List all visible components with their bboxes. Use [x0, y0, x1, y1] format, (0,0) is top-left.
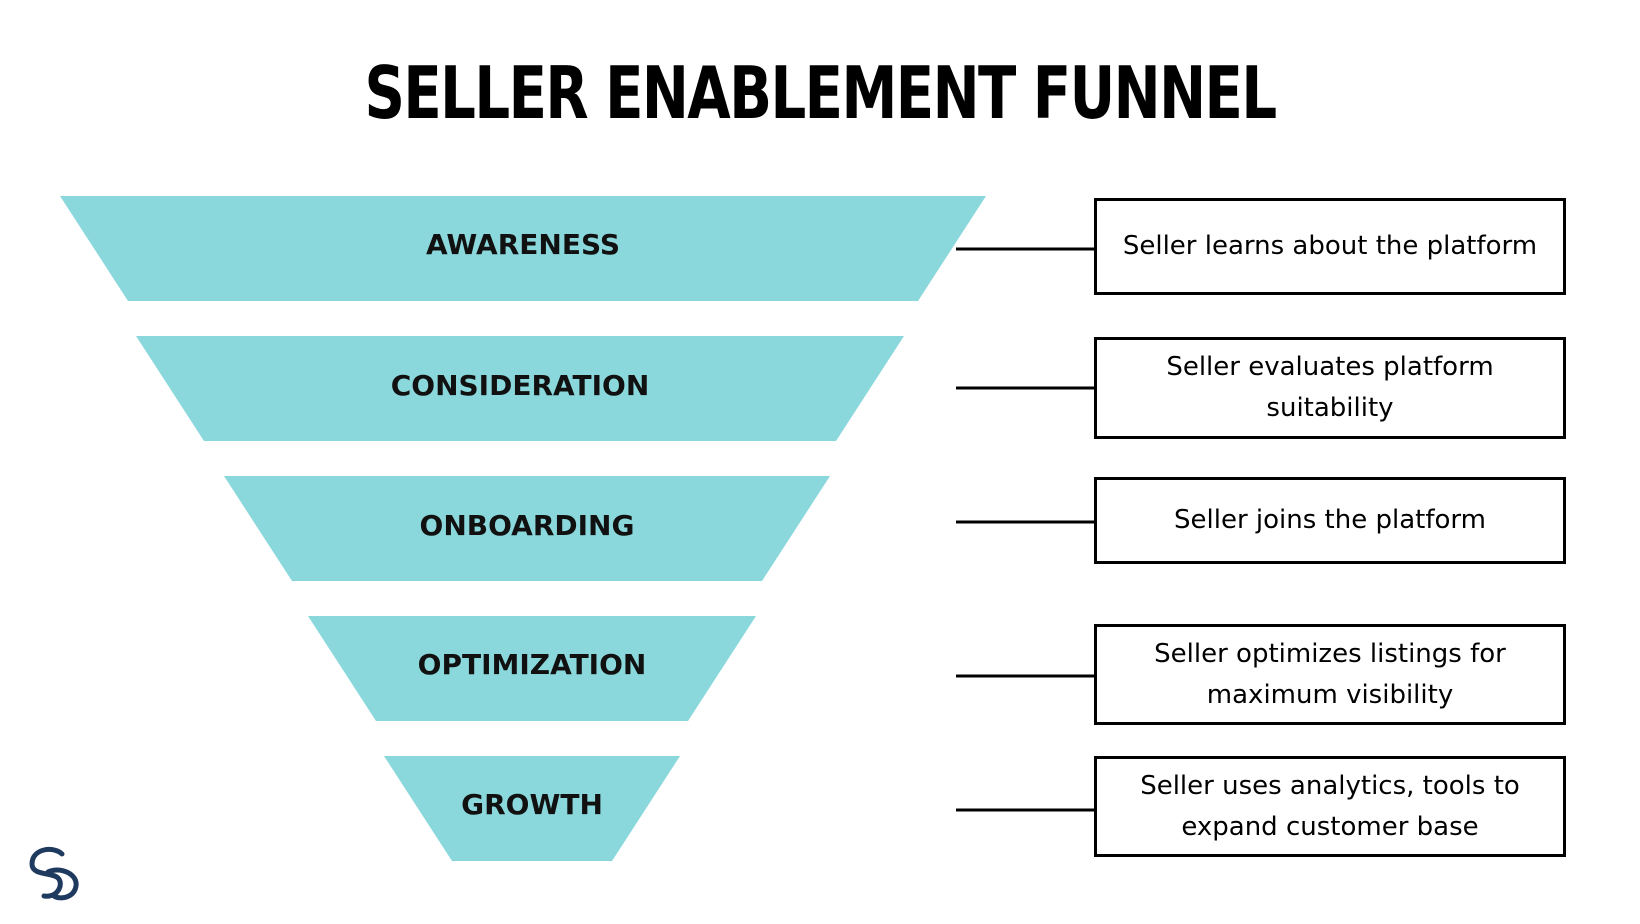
stage-description-box: Seller evaluates platform suitability	[1094, 337, 1566, 439]
funnel-segment	[308, 616, 756, 721]
page-title: SELLER ENABLEMENT FUNNEL	[364, 51, 1277, 135]
funnel-segment	[384, 756, 680, 861]
stage-description: Seller evaluates platform suitability	[1166, 352, 1494, 423]
brand-logo-icon	[29, 846, 79, 901]
funnel-stage-onboarding: ONBOARDING	[224, 476, 830, 581]
stage-description-box: Seller joins the platform	[1094, 477, 1566, 564]
stage-description: Seller uses analytics, tools to expand c…	[1140, 770, 1520, 842]
stage-label: AWARENESS	[426, 228, 620, 261]
stage-label: OPTIMIZATION	[418, 648, 647, 681]
stage-description: Seller optimizes listings for maximum vi…	[1154, 638, 1506, 710]
stage-description-box: Seller uses analytics, tools to expand c…	[1094, 756, 1566, 857]
funnel-stage-optimization: OPTIMIZATION	[308, 616, 756, 721]
funnel-segment	[60, 196, 986, 301]
stage-label: ONBOARDING	[420, 509, 635, 542]
stage-description-box: Seller learns about the platform	[1094, 198, 1566, 295]
stage-description-box: Seller optimizes listings for maximum vi…	[1094, 624, 1566, 725]
stage-label: GROWTH	[461, 788, 603, 821]
stage-description: Seller joins the platform	[1174, 505, 1486, 535]
funnel-stage-consideration: CONSIDERATION	[136, 336, 904, 441]
funnel-segment	[136, 336, 904, 441]
funnel-stage-awareness: AWARENESS	[60, 196, 986, 301]
stage-description: Seller learns about the platform	[1122, 231, 1538, 261]
funnel-stage-growth: GROWTH	[384, 756, 680, 861]
stage-label: CONSIDERATION	[391, 369, 650, 402]
funnel-segment	[224, 476, 830, 581]
